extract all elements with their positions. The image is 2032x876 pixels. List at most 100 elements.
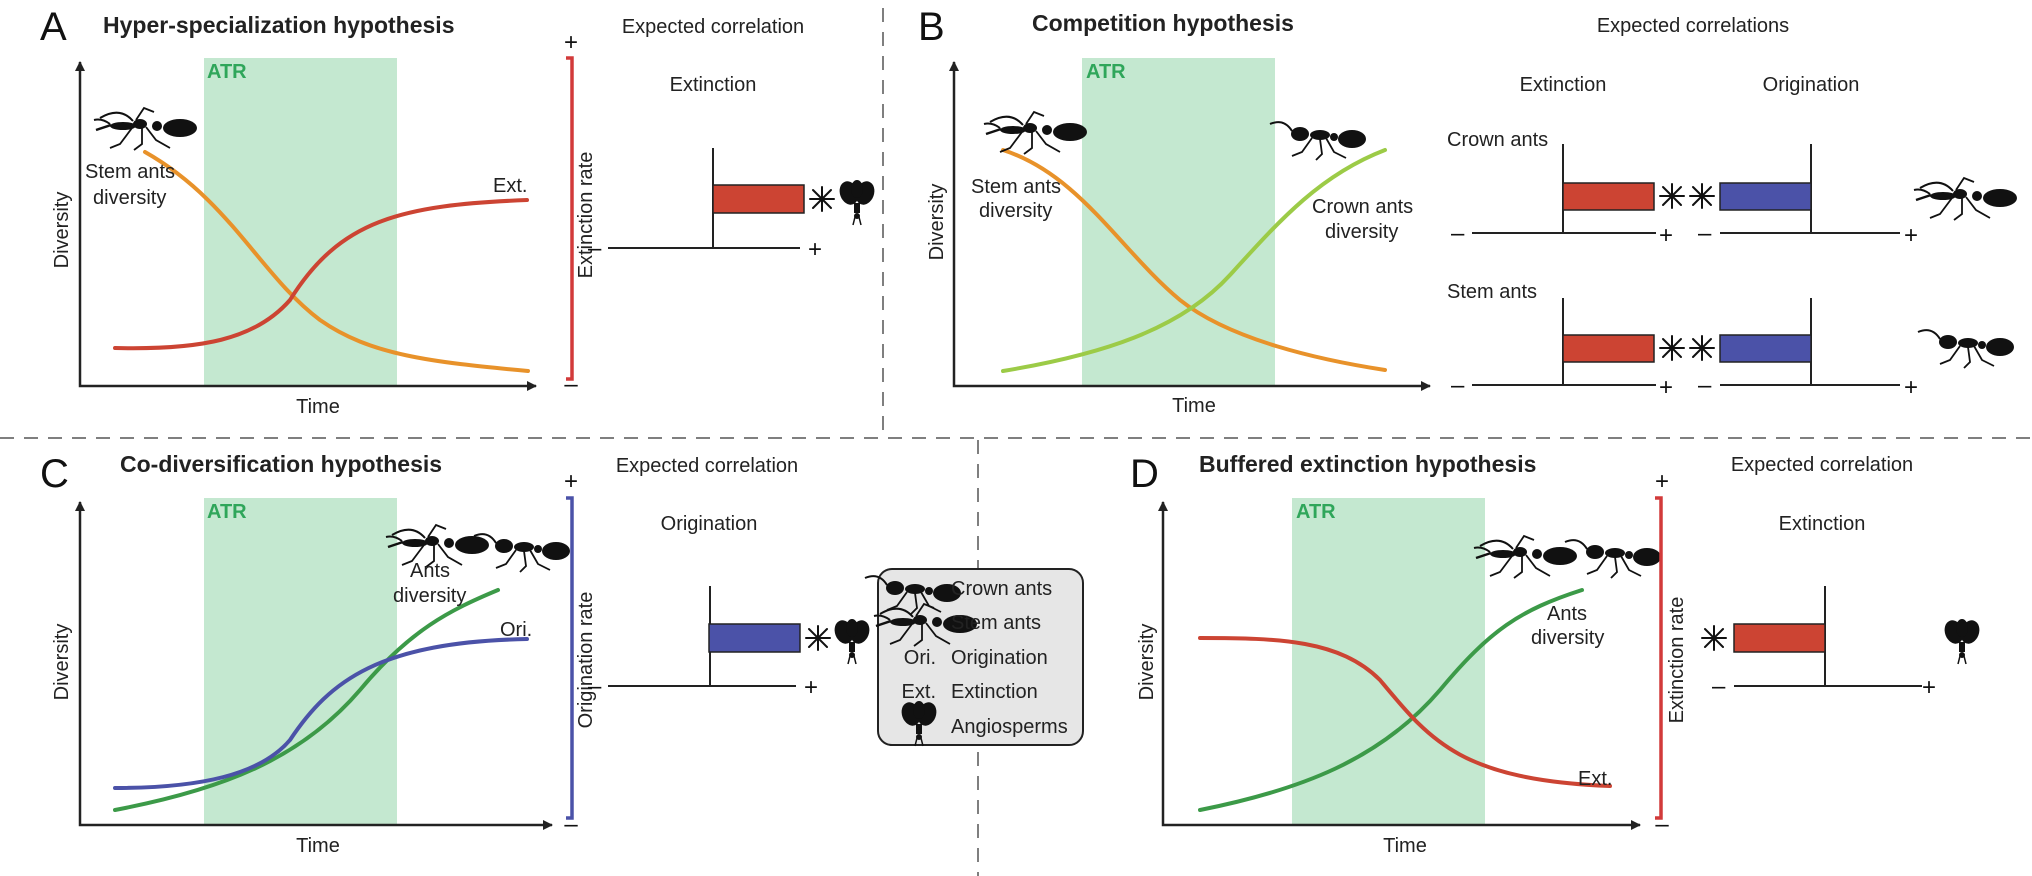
- axes-b: [949, 61, 1431, 391]
- atr-label-b: ATR: [1086, 61, 1126, 83]
- asterisk-icon: [805, 625, 831, 651]
- asterisk-icon: [1689, 335, 1715, 361]
- ori-label-c: Ori.: [500, 619, 532, 641]
- rate-plus-c: +: [564, 468, 578, 495]
- row1-ext-plus: +: [1659, 222, 1673, 249]
- ants-diversity-curve-d: [1198, 588, 1584, 812]
- crown-ant-icon: [473, 533, 571, 573]
- asterisk-icon: [1659, 335, 1685, 361]
- ext-label-d: Ext.: [1578, 768, 1612, 790]
- rate-plus-d: +: [1655, 468, 1669, 495]
- panel-title-a: Hyper-specialization hypothesis: [103, 12, 454, 38]
- ants-label-c-1: Ants: [410, 560, 450, 582]
- axes-a: [75, 61, 537, 391]
- row2-ext-plus: +: [1659, 374, 1673, 401]
- bar-plus-d: +: [1922, 674, 1936, 701]
- panel-d: D Buffered extinction hypothesis ATR Div…: [1130, 451, 1984, 857]
- panel-title-b: Competition hypothesis: [1032, 10, 1294, 36]
- rate-label-d: Extinction rate: [1666, 597, 1688, 724]
- origination-curve-c: [113, 637, 529, 790]
- angiosperm-icon: [835, 177, 879, 226]
- legend-label-stem: Stem ants: [951, 612, 1041, 634]
- ext-label-a: Ext.: [493, 175, 527, 197]
- extinction-col-b: Extinction: [1520, 74, 1607, 96]
- asterisk-icon: [1701, 625, 1727, 651]
- rate-minus-a: –: [564, 371, 578, 398]
- legend-label-ori: Origination: [951, 647, 1048, 669]
- stem-label-b-1: Stem ants: [971, 176, 1061, 198]
- panel-letter-a: A: [40, 5, 67, 49]
- extinction-bar-a: [712, 184, 805, 214]
- rate-label-a: Extinction rate: [575, 152, 597, 279]
- stem-ant-icon: [92, 106, 199, 152]
- rate-minus-c: –: [564, 811, 578, 838]
- legend-label-angio: Angiosperms: [951, 716, 1068, 738]
- row1-ori-plus: +: [1904, 222, 1918, 249]
- rate-label-c: Origination rate: [575, 592, 597, 729]
- atr-label-d: ATR: [1296, 501, 1336, 523]
- legend: Crown ants Stem ants Ori. Origination Ex…: [864, 568, 1084, 747]
- panel-a: A Hyper-specialization hypothesis ATR Di…: [40, 5, 879, 418]
- row-stem-label: Stem ants: [1447, 281, 1537, 303]
- extinction-col-d: Extinction: [1779, 513, 1866, 535]
- crown-diversity-curve-b: [1001, 148, 1387, 373]
- crown-ant-icon: [1269, 121, 1367, 161]
- extinction-curve-a: [113, 198, 529, 351]
- legend-label-ext: Extinction: [951, 681, 1038, 703]
- crown-label-b-1: Crown ants: [1312, 196, 1413, 218]
- panel-letter-b: B: [918, 5, 945, 49]
- ants-label-d-1: Ants: [1547, 603, 1587, 625]
- y-axis-label-c: Diversity: [51, 624, 73, 701]
- x-axis-label-b: Time: [1172, 395, 1216, 417]
- axes-c: [75, 501, 553, 830]
- bar-plus-c: +: [804, 674, 818, 701]
- bar-minus-c: –: [588, 673, 602, 700]
- panel-b: B Competition hypothesis ATR Diversity T…: [918, 5, 2019, 417]
- stem-label-b-2: diversity: [979, 200, 1052, 222]
- panel-letter-c: C: [40, 452, 69, 496]
- axes-d: [1158, 501, 1641, 830]
- legend-box: [877, 568, 1084, 746]
- crown-ant-icon: [1917, 329, 2015, 369]
- row2-ext-minus: –: [1451, 372, 1465, 399]
- expected-label-a: Expected correlation: [622, 16, 804, 38]
- atr-label-c: ATR: [207, 501, 247, 523]
- asterisk-icon: [1689, 183, 1715, 209]
- row2-ori-minus: –: [1698, 372, 1712, 399]
- row-crown-label: Crown ants: [1447, 129, 1548, 151]
- atr-label-a: ATR: [207, 61, 247, 83]
- crown-ant-icon: [1564, 539, 1662, 579]
- legend-label-crown: Crown ants: [951, 578, 1052, 600]
- x-axis-label-d: Time: [1383, 835, 1427, 857]
- ants-label-d-2: diversity: [1531, 627, 1604, 649]
- panel-title-d: Buffered extinction hypothesis: [1199, 451, 1536, 477]
- row1-origination-bar: [1719, 182, 1812, 211]
- row2-extinction-bar: [1562, 334, 1655, 363]
- y-axis-label-d: Diversity: [1136, 624, 1158, 701]
- x-axis-label-a: Time: [296, 396, 340, 418]
- stem-ant-icon: [1472, 534, 1579, 580]
- x-axis-label-c: Time: [296, 835, 340, 857]
- bar-plus-a: +: [808, 236, 822, 263]
- expected-label-d: Expected correlation: [1731, 454, 1913, 476]
- origination-rate-bracket-c: [566, 496, 574, 820]
- asterisk-icon: [809, 186, 835, 212]
- panel-letter-d: D: [1130, 452, 1159, 496]
- extinction-curve-d: [1198, 636, 1612, 788]
- row2-origination-bar: [1719, 334, 1812, 363]
- y-axis-label-a: Diversity: [51, 192, 73, 269]
- legend-symbol-ori: Ori.: [904, 647, 936, 669]
- legend-symbol-ext: Ext.: [902, 681, 936, 703]
- y-axis-label-b: Diversity: [926, 184, 948, 261]
- origination-bar-c: [708, 623, 801, 653]
- origination-col-c: Origination: [661, 513, 758, 535]
- rate-minus-d: –: [1655, 811, 1669, 838]
- stem-ant-icon: [982, 110, 1089, 156]
- angiosperm-icon: [1940, 616, 1984, 665]
- row2-ori-plus: +: [1904, 374, 1918, 401]
- stem-diversity-curve-a: [143, 150, 530, 373]
- extinction-col-a: Extinction: [670, 74, 757, 96]
- extinction-bar-d: [1733, 623, 1826, 653]
- rate-plus-a: +: [564, 29, 578, 56]
